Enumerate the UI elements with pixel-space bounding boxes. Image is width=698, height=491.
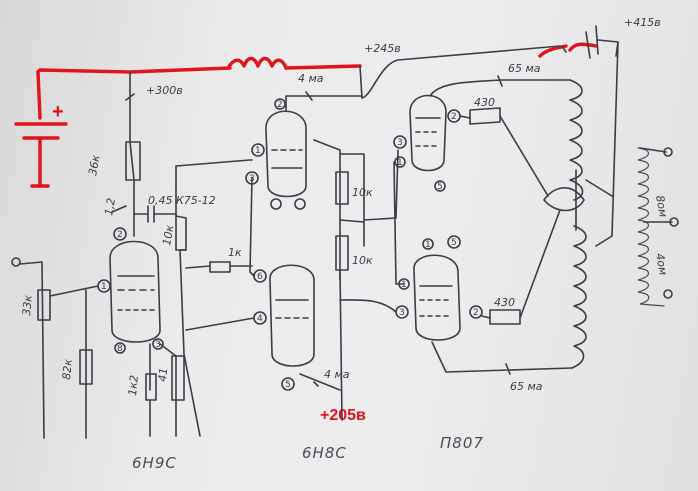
- label-8ohm: 8ом: [653, 194, 670, 218]
- pin-number: 5: [437, 182, 443, 192]
- label-1-2: 1,2: [102, 197, 118, 216]
- tube-name-6n8s: 6Н8С: [302, 444, 347, 462]
- tube-p807-top: [393, 94, 461, 192]
- pin-number: 3: [397, 138, 403, 148]
- pin-number: 2: [117, 230, 123, 240]
- pin-number: 2: [451, 112, 457, 122]
- supply-lines: [125, 25, 619, 237]
- tube-p807-bottom: [395, 235, 483, 341]
- pin-number: 8: [117, 344, 123, 354]
- label-65ma-top: 65 ма: [508, 62, 541, 75]
- pin-number: 3: [249, 174, 255, 184]
- pin-number: 2: [473, 308, 479, 318]
- stage1-wiring: [11, 141, 253, 439]
- pin-number: 5: [451, 238, 457, 248]
- pin-number: 3: [155, 340, 161, 350]
- label-045: 0,45: [148, 194, 173, 207]
- tube-name-p807: П807: [440, 434, 484, 452]
- label-1k2: 1к2: [126, 375, 141, 397]
- pin-number: 1: [397, 158, 403, 168]
- label-10k-c: 10к: [352, 254, 373, 267]
- label-36k: 36к: [86, 154, 102, 177]
- pin-number: 6: [257, 272, 263, 282]
- label-430-bot: 430: [494, 296, 515, 309]
- pin-numbers: 2 1 8 3 2 1 3 6 4 5 3 1 2 5 1 3 1 5 2: [101, 100, 479, 390]
- voltage-label-415: +415в: [624, 16, 661, 29]
- pin-number: 5: [285, 380, 291, 390]
- label-41: 41: [156, 367, 170, 382]
- label-82k: 82к: [60, 358, 75, 380]
- label-33k: 33к: [20, 294, 35, 316]
- output-wiring: [339, 75, 585, 375]
- label-4ohm: 4ом: [653, 252, 670, 276]
- battery-plus-sign: +: [52, 101, 64, 123]
- label-1k: 1к: [228, 246, 242, 259]
- output-transformer: [569, 79, 679, 369]
- label-4ma-bot: 4 ма: [324, 368, 350, 381]
- label-65ma-bot: 65 ма: [510, 380, 543, 393]
- tube-6n8s: [245, 98, 315, 391]
- pin-number: 3: [399, 308, 405, 318]
- voltage-label-245: +245в: [364, 42, 401, 55]
- pin-number: 1: [401, 280, 407, 290]
- tube-name-6n9s: 6Н9С: [132, 454, 177, 472]
- voltage-label-205: +205в: [320, 407, 366, 424]
- label-4ma-top: 4 ма: [298, 72, 324, 85]
- pin-number: 1: [101, 282, 107, 292]
- voltage-label-300: +300в: [146, 84, 183, 97]
- label-430-top: 430: [474, 96, 495, 109]
- tube-6n9s: [97, 227, 164, 354]
- pin-number: 1: [255, 146, 261, 156]
- label-10k-b: 10к: [352, 186, 373, 199]
- label-10k-a: 10к: [160, 224, 176, 247]
- red-power-feed: [14, 42, 598, 188]
- label-k75: К75-12: [176, 194, 216, 207]
- pin-number: 2: [277, 100, 283, 110]
- pin-number: 4: [257, 314, 263, 324]
- pin-number: 1: [425, 240, 431, 250]
- stage2-wiring: [185, 91, 399, 421]
